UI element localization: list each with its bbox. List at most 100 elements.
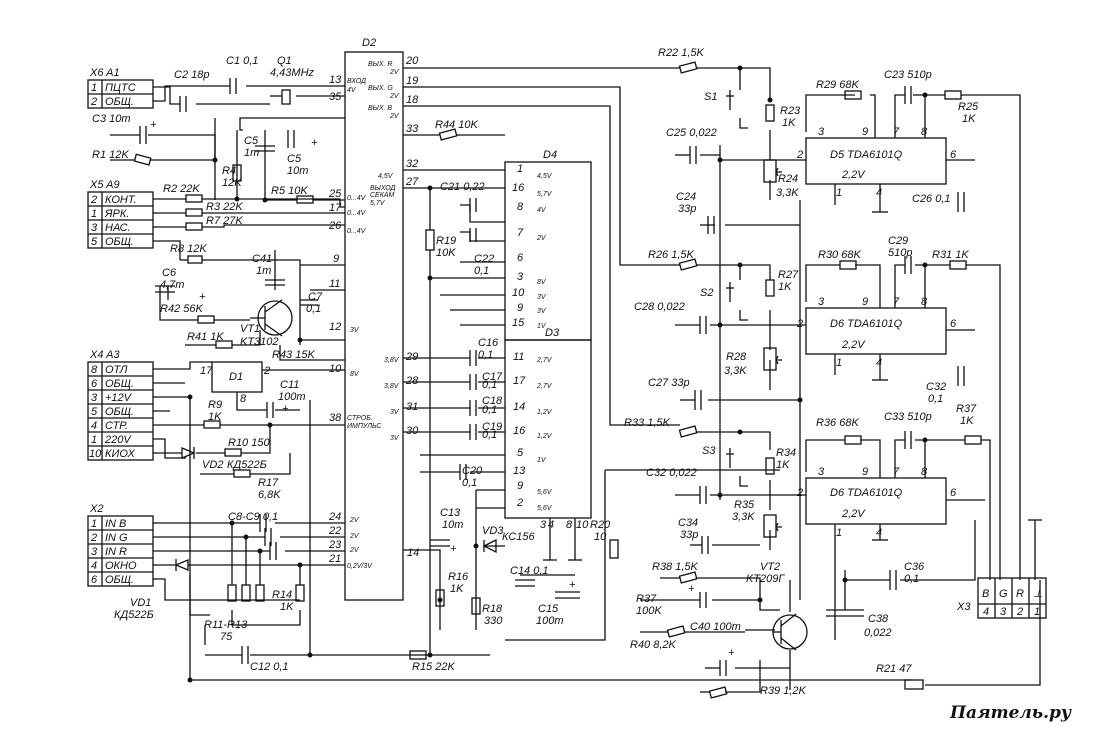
c5a-label: C5 [244,135,259,147]
vt1-label: VT1 [240,323,260,335]
c19-val: 0,1 [482,429,497,441]
r7-label: R7 27K [206,215,243,227]
d2-pin: 38 [329,412,342,424]
c34-val: 33p [680,529,698,541]
c32-label: C32 0,022 [646,467,697,479]
d2-pin: 14 [407,547,419,559]
x5-pin-num: 2 [90,194,97,206]
d2-pin: 33 [406,123,419,135]
x2-pin-label: IN R [105,546,127,558]
amp-pin: 7 [893,126,900,138]
d2-pin: 26 [328,220,342,232]
d2-note: 0...4V [347,210,367,217]
d4-note: 1V [537,323,547,330]
d3-note: 3,8V [384,383,400,390]
c15-val: 100m [536,615,564,627]
r28-label: R28 [726,351,747,363]
d2-pin: 22 [328,525,341,537]
c20-val: 0,1 [462,477,477,489]
x3-label: R [1016,588,1024,600]
connector-x6 [87,79,154,109]
d2-note: 0,2V/3V [347,563,373,570]
c17-val: 0,1 [482,379,497,391]
d2-pin: 20 [405,55,419,67]
amp-pin: 8 [921,466,928,478]
x4-pin-num: 4 [91,420,97,432]
vt2-type: KT209Г [746,573,785,585]
d2-note: 2V [389,69,400,76]
r16-val: 1K [450,583,464,595]
d4-pin: 8 [517,201,524,213]
amp-pin: 8 [921,296,928,308]
d3-pin: 4 [548,519,554,531]
resistors [133,61,982,699]
potentiometers [763,159,782,538]
vd1-type: КД522Б [114,609,154,621]
d2-note: 3V [350,327,360,334]
c40-label: C40 100m [690,621,741,633]
amp-pin: 1 [836,527,842,539]
amp-volt: 2,2V [841,169,866,181]
d4-note: 2V [536,235,547,242]
x4-pin-num: 5 [91,406,98,418]
r37-label: R37 [956,403,977,415]
d4-note: 4V [537,207,547,214]
c22-val: 0,1 [474,265,489,277]
c16-val: 0,1 [478,349,493,361]
c3-label: C3 10m [92,113,131,125]
x4-title: X4 A3 [89,349,120,361]
d1-pin: 8 [240,393,247,405]
x5-pin-label: ОБЩ. [105,236,134,248]
d1-label: D1 [229,371,243,383]
c17-label: C17 [482,371,503,383]
amp-pin: 3 [818,466,825,478]
d2-label: D2 [362,37,376,49]
x2-pin-num: 2 [90,532,97,544]
x6-pin-label: ПЦТС [105,82,136,94]
amp-volt: 2,2V [841,508,866,520]
x3-label: B [982,588,989,600]
d2-pin: 19 [406,75,418,87]
d3-pin: 17 [513,375,526,387]
x2-title: X2 [89,503,103,515]
r31-label: R31 1K [932,249,969,261]
chip-d2 [344,51,404,601]
d3-pin: 11 [513,351,524,363]
x3-num: 4 [983,606,989,618]
r30-label: R30 68K [818,249,861,261]
d4-note: 8V [537,279,547,286]
x4-pin-label: СТР. [105,420,128,432]
c19-label: C19 [482,421,502,433]
x6-pin-label: ОБЩ. [105,96,134,108]
r18-val: 330 [484,615,503,627]
amp-pin: 3 [818,126,825,138]
polarity-plus: + [728,647,735,659]
r4-label: R4 [222,165,236,177]
d2-pin: 18 [406,94,419,106]
r37b-label: R37 [636,593,657,605]
d2-note: 2V [349,517,360,524]
x4-pin-label: ОБЩ. [105,378,134,390]
d2-note: ВЫХ. R [368,61,393,68]
x5-pin-num: 5 [91,236,98,248]
d2-pin: 17 [329,202,342,214]
x2-pin-num: 4 [91,560,97,572]
vd1-label: VD1 [130,597,151,609]
r20-val: 10 [594,531,607,543]
polarity-plus: + [282,403,289,415]
c6-label: C6 [162,267,177,279]
chip-d3 [504,339,592,519]
d4-label: D4 [543,149,557,161]
amp-d5 [805,137,947,185]
c36-val: 0,1 [904,573,919,585]
amp-pin: 6 [950,149,957,161]
c7-label: C7 [308,291,323,303]
vd3-label: VD3 [482,525,504,537]
r18-label: R18 [482,603,503,615]
c38-val: 0,022 [864,627,892,639]
c24-val: 33p [678,203,696,215]
x2-pin-label: ОКНО [105,560,137,572]
vt1-type: KT3102 [240,336,279,348]
c41-label: C41 [252,253,272,265]
